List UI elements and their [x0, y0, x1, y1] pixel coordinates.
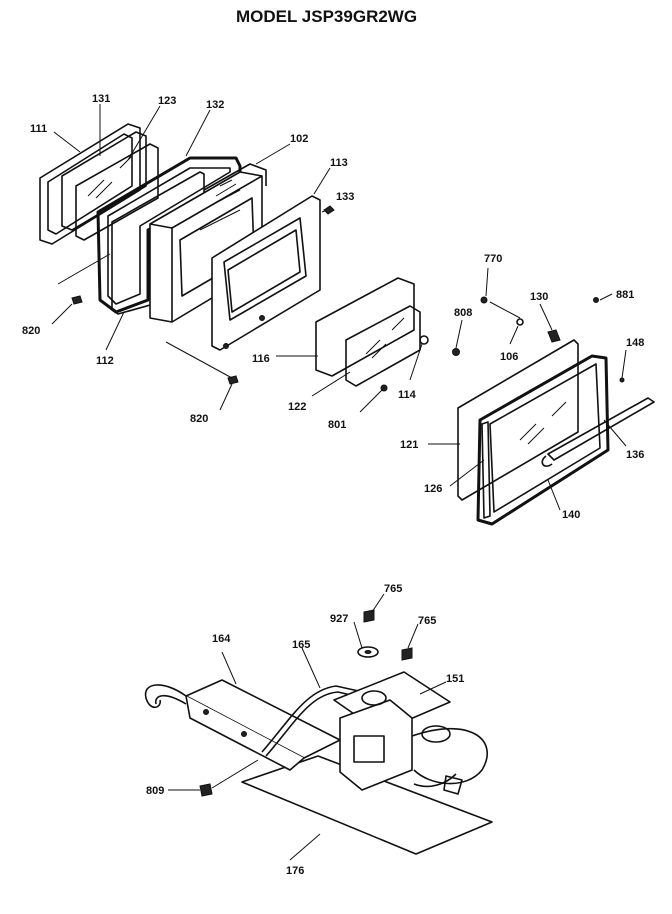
- part-881-screw: [593, 293, 613, 303]
- label-770: 770: [484, 253, 502, 265]
- part-126-trim: [449, 421, 491, 519]
- part-765-screw-b: [401, 623, 419, 661]
- label-808: 808: [454, 307, 472, 319]
- label-102: 102: [290, 133, 308, 145]
- part-820-screw-left: [51, 253, 111, 325]
- part-765-screw-a: [363, 593, 385, 623]
- part-123-inner-glass: [75, 105, 161, 241]
- part-116-plate: [276, 277, 415, 377]
- part-130-block: [539, 303, 561, 343]
- label-121: 121: [400, 439, 418, 451]
- part-131-glass: [61, 104, 147, 231]
- label-122: 122: [288, 401, 306, 413]
- label-136: 136: [626, 449, 644, 461]
- part-106-spacer: [509, 318, 524, 345]
- label-148: 148: [626, 337, 644, 349]
- label-765-a: 765: [384, 583, 402, 595]
- part-809-screw: [168, 759, 259, 797]
- label-809: 809: [146, 785, 164, 797]
- part-114-clip: [409, 335, 429, 381]
- label-116: 116: [252, 353, 270, 365]
- label-130: 130: [530, 291, 548, 303]
- label-133: 133: [336, 191, 354, 203]
- part-133-screw: [321, 205, 335, 215]
- label-106: 106: [500, 351, 518, 363]
- label-165: 165: [292, 639, 310, 651]
- label-820-b: 820: [190, 413, 208, 425]
- model-title: MODEL JSP39GR2WG: [236, 7, 417, 26]
- label-927: 927: [330, 613, 348, 625]
- part-820-screw-lower: [165, 341, 239, 411]
- label-114: 114: [398, 389, 417, 401]
- part-770-screw: [480, 267, 521, 319]
- label-176: 176: [286, 865, 304, 877]
- part-136-handle: [541, 397, 655, 467]
- label-112: 112: [96, 355, 114, 367]
- part-165-link-rod: [261, 647, 373, 757]
- label-140: 140: [562, 509, 580, 521]
- part-927-washer: [353, 621, 379, 658]
- part-122-glass-plate: [311, 305, 421, 397]
- part-111-outer-frame: [39, 123, 141, 245]
- label-881: 881: [616, 289, 634, 301]
- part-164-latch-arm: [144, 651, 341, 771]
- part-151-motor-bracket: [333, 671, 488, 795]
- label-126: 126: [424, 483, 442, 495]
- label-164: 164: [212, 633, 231, 645]
- part-113-inner-panel: [211, 167, 331, 351]
- part-140-door-frame: [476, 354, 610, 526]
- part-801-screw: [359, 384, 388, 413]
- part-121-outer-door: [428, 339, 579, 501]
- label-131: 131: [92, 93, 110, 105]
- part-148-pin: [619, 349, 627, 383]
- label-151: 151: [446, 673, 464, 685]
- label-765-b: 765: [418, 615, 436, 627]
- label-113: 113: [330, 157, 348, 169]
- part-808-screw: [452, 319, 463, 356]
- label-820-a: 820: [22, 325, 40, 337]
- label-801: 801: [328, 419, 346, 431]
- label-123: 123: [158, 95, 176, 107]
- part-labels: 131 123 132 111 102 113 133 820 112 116 …: [22, 93, 644, 877]
- label-132: 132: [206, 99, 224, 111]
- label-111: 111: [30, 123, 47, 135]
